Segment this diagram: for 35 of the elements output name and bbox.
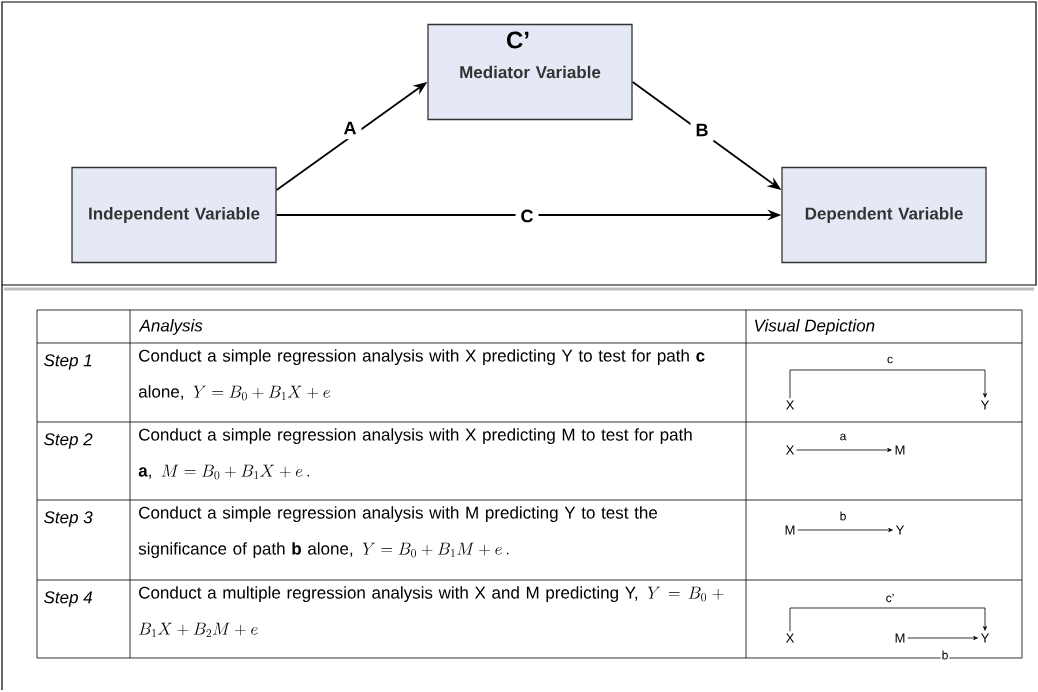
step-label: Step 1: [44, 354, 92, 370]
step-label: Step 4: [44, 591, 93, 607]
variable-box: Dependent Variable: [781, 166, 987, 264]
step-label: Step 3: [44, 511, 93, 527]
variable-letter: Y: [980, 633, 990, 643]
variable-letter: M: [785, 525, 795, 535]
variable-letter: X: [785, 633, 795, 643]
edge-label: a: [838, 432, 848, 442]
path-label: C’: [507, 31, 529, 49]
variable-box: Independent Variable: [71, 166, 277, 264]
edge-label: c: [886, 355, 894, 365]
arrow: [796, 448, 892, 452]
table-cell-text: Conduct a simple regression analysis with X predicting M to test for path a, $M = B_0 + B_1 X + e\,.$: [138, 428, 692, 480]
variable-letter: Y: [895, 525, 905, 535]
arrow: [789, 369, 987, 399]
edge-label: b: [940, 649, 950, 661]
variable-letter: M: [895, 445, 905, 455]
variable-letter: M: [895, 633, 905, 643]
edge-label: c’: [884, 592, 896, 604]
label: Conduct a simple regression analysis with X predicting Y to test for path c: [139, 349, 705, 366]
table-cell-text: Conduct a simple regression analysis with M predicting Y to test the significance of path b alone, $Y = B_0 + B_1 M + e\,.$: [138, 506, 658, 559]
arrow: [797, 528, 893, 532]
arrow: [789, 607, 987, 632]
variable-letter: Y: [980, 400, 990, 410]
label: alone,: [138, 385, 183, 400]
table-cell-text: Conduct a simple regression analysis with X predicting Y to test for path c alone, $Y = B_0 + B_1 X + e$: [138, 349, 705, 401]
variable-letter: X: [785, 445, 795, 455]
edge-label: b: [838, 510, 848, 522]
column-header: Visual Depiction: [755, 319, 875, 335]
table-cell-text: Conduct a multiple regression analysis with X and M predicting Y, $Y = B_0 + B_1 X + B_2 M + e$: [139, 586, 724, 638]
column-header: Analysis: [138, 319, 203, 335]
arrow: [907, 636, 978, 640]
variable-letter: X: [785, 400, 795, 410]
step-label: Step 2: [44, 433, 93, 449]
label: $Y = B_0 + B_1 X + e$: [193, 385, 330, 401]
